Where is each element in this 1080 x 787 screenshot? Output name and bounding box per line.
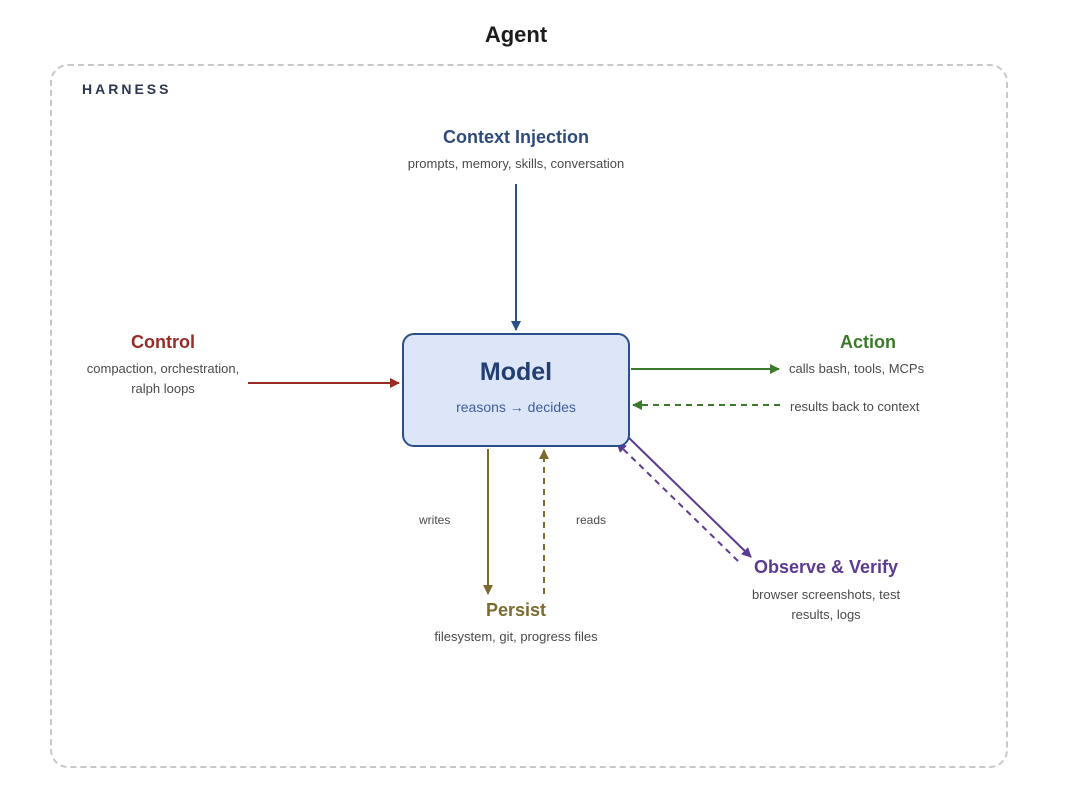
context-injection-title: Context Injection bbox=[442, 127, 590, 147]
control-subtitle-line1: compaction, orchestration, bbox=[86, 361, 240, 376]
harness-frame bbox=[50, 64, 1008, 768]
persist-subtitle: filesystem, git, progress files bbox=[434, 629, 598, 644]
observe-verify-title: Observe & Verify bbox=[753, 557, 899, 577]
observe-to-model-arrow bbox=[616, 442, 739, 562]
reads-label: reads bbox=[576, 513, 607, 527]
harness-label: HARNESS bbox=[82, 81, 172, 97]
action-out-label: calls bash, tools, MCPs bbox=[789, 361, 925, 376]
control-subtitle-line2: ralph loops bbox=[131, 381, 195, 396]
model-box bbox=[402, 333, 630, 447]
page-title: Agent bbox=[484, 22, 548, 47]
observe-verify-subtitle-line1: browser screenshots, test bbox=[751, 587, 901, 602]
model-to-observe-arrow bbox=[626, 435, 752, 558]
writes-label: writes bbox=[419, 513, 451, 527]
persist-title: Persist bbox=[485, 600, 547, 620]
context-injection-subtitle: prompts, memory, skills, conversation bbox=[407, 156, 625, 171]
action-back-label: results back to context bbox=[790, 399, 920, 414]
model-subtitle: reasons → decides bbox=[456, 399, 576, 415]
control-title: Control bbox=[131, 332, 195, 352]
model-title: Model bbox=[479, 358, 553, 386]
observe-verify-subtitle-line2: results, logs bbox=[791, 607, 861, 622]
action-title: Action bbox=[840, 332, 896, 352]
